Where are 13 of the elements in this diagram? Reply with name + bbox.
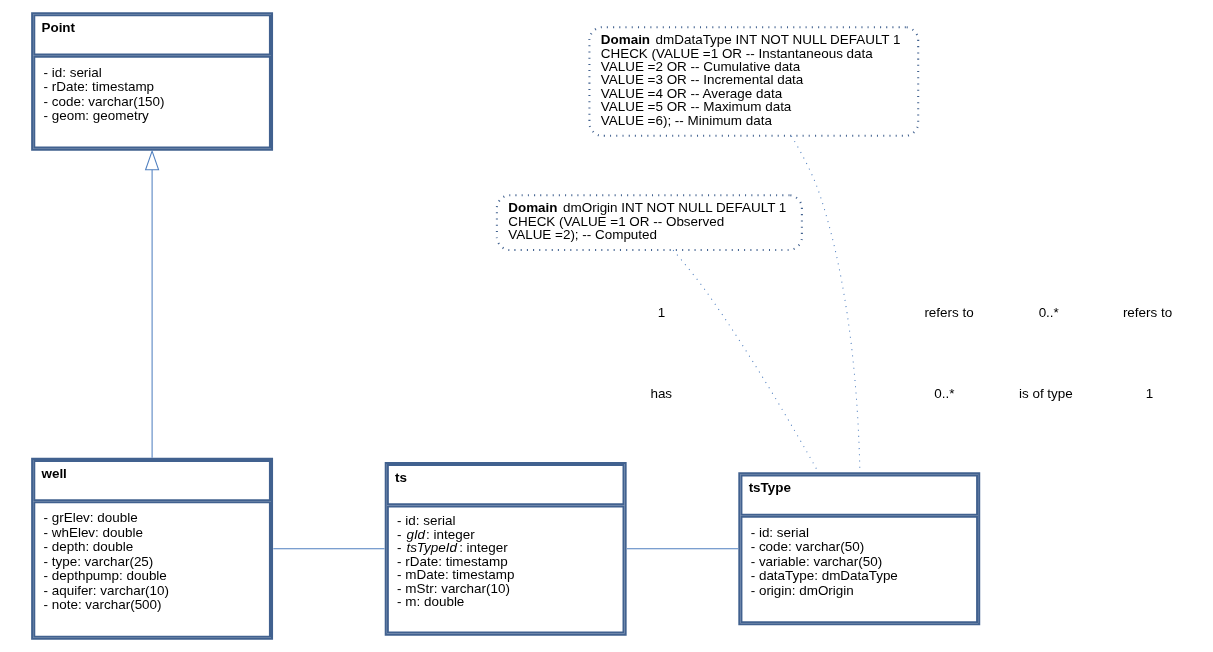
connector [272, 548, 385, 550]
label: 1 [657, 304, 665, 320]
label: is of type [1018, 386, 1073, 402]
label: 0..* [933, 386, 954, 402]
label: 1 [1145, 386, 1153, 402]
label: refers to [1122, 304, 1172, 320]
connector [625, 548, 739, 550]
node-box: Domain dmDataType INT NOT NULL DEFAULT 1 CHECK (VALUE =1 OR -- Instantaneous data VALUE =2 OR -- Cumulative data VALUE =3 OR -- Incremental data VALUE =4 OR -- Average data VALUE =5 OR -- Maximum data VALUE =6); -- Minimum data [587, 26, 919, 137]
label: has [649, 386, 672, 402]
arrow [144, 149, 159, 459]
label: 0..* [1038, 304, 1059, 320]
label: refers to [923, 304, 974, 320]
node-box: Domain dmOrigin INT NOT NULL DEFAULT 1 CHECK (VALUE =1 OR -- Observed VALUE =2); -- Computed [495, 194, 803, 252]
